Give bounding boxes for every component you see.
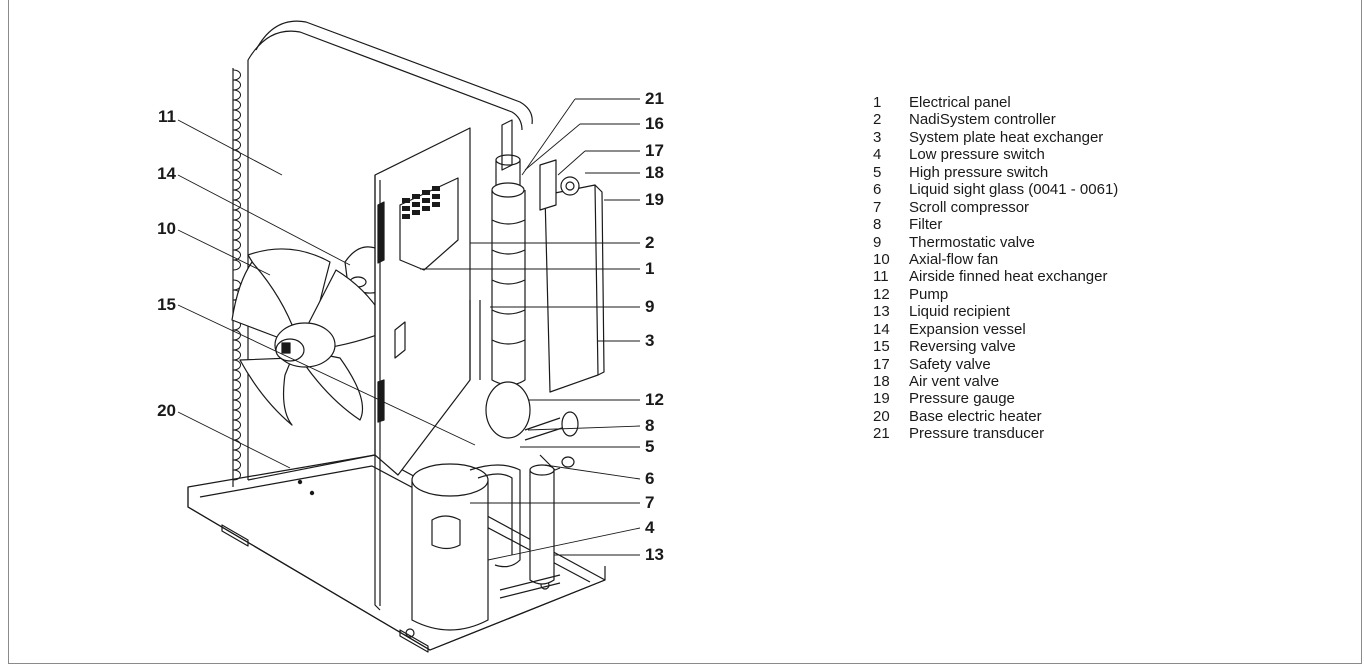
component-legend: 1 Electrical panel 2 NadiSystem controller… <box>873 94 1118 443</box>
legend-number: 13 <box>873 303 890 321</box>
legend-label: Liquid recipient <box>909 303 1010 321</box>
legend-item: 7 Scroll compressor <box>873 199 1118 216</box>
legend-label: Expansion vessel <box>909 320 1026 338</box>
diagram-frame <box>8 0 1362 664</box>
callout-15: 15 <box>157 295 176 314</box>
callout-20: 20 <box>157 401 176 420</box>
callout-9: 9 <box>645 297 655 316</box>
legend-label: Air vent valve <box>909 373 1000 390</box>
axial-fan <box>231 248 391 426</box>
legend-item: 9 Thermostatic valve <box>873 234 1118 251</box>
callout-14: 14 <box>157 164 176 183</box>
legend-item: 11 Airside finned heat exchanger <box>873 268 1118 285</box>
legend-item: 19 Pressure gauge <box>873 390 1118 407</box>
legend-number: 9 <box>873 233 882 251</box>
legend-label: Filter <box>909 216 943 234</box>
legend-item: 5 High pressure switch <box>873 164 1118 181</box>
legend-label: High pressure switch <box>909 163 1049 181</box>
base-plate <box>187 454 606 653</box>
legend-number: 3 <box>873 128 882 146</box>
legend-label: Base electric heater <box>909 407 1042 425</box>
legend-number: 8 <box>873 216 882 234</box>
legend-item: 6 Liquid sight glass (0041 - 0061) <box>873 181 1118 198</box>
callout-4: 4 <box>645 518 655 537</box>
callout-1: 1 <box>645 259 655 278</box>
legend-label: Pump <box>909 285 949 303</box>
legend-item: 10 Axial-flow fan <box>873 251 1118 268</box>
legend-label: Scroll compressor <box>909 198 1030 216</box>
pump-and-pipes <box>469 300 579 471</box>
callout-2: 2 <box>645 233 655 252</box>
heat-pump-drawing <box>177 20 641 653</box>
legend-label: Pressure transducer <box>909 425 1045 443</box>
callout-12: 12 <box>645 390 664 409</box>
legend-number: 15 <box>873 338 890 356</box>
legend-number: 12 <box>873 285 890 303</box>
callout-16: 16 <box>645 114 664 133</box>
callout-13: 13 <box>645 545 664 564</box>
legend-item: 2 NadiSystem controller <box>873 111 1118 128</box>
controller-display <box>402 186 440 219</box>
legend-number: 4 <box>873 146 882 164</box>
callout-21: 21 <box>645 89 664 108</box>
leader-lines <box>177 98 641 561</box>
legend-label: NadiSystem controller <box>909 111 1056 129</box>
legend-label: Liquid sight glass (0041 - 0061) <box>909 181 1119 199</box>
legend-item: 13 Liquid recipient <box>873 303 1118 320</box>
vertical-manifold <box>491 119 580 386</box>
liquid-recipient <box>529 464 555 585</box>
legend-item: 8 Filter <box>873 216 1118 233</box>
legend-item: 17 Safety valve <box>873 356 1118 373</box>
legend-item: 18 Air vent valve <box>873 373 1118 390</box>
legend-item: 4 Low pressure switch <box>873 146 1118 163</box>
legend-label: Electrical panel <box>909 94 1011 111</box>
legend-number: 14 <box>873 320 890 338</box>
scroll-compressor <box>411 463 489 631</box>
legend-item: 20 Base electric heater <box>873 408 1118 425</box>
callout-7: 7 <box>645 493 655 512</box>
legend-label: Pressure gauge <box>909 390 1015 408</box>
callout-11: 11 <box>158 107 176 126</box>
callout-17: 17 <box>645 141 664 160</box>
callout-10: 10 <box>157 219 176 238</box>
legend-number: 20 <box>873 407 890 425</box>
legend-number: 7 <box>873 198 882 216</box>
legend-number: 18 <box>873 373 890 390</box>
legend-number: 1 <box>873 94 882 111</box>
legend-item: 15 Reversing valve <box>873 338 1118 355</box>
legend-label: Low pressure switch <box>909 146 1045 164</box>
legend-number: 2 <box>873 111 882 129</box>
legend-item: 1 Electrical panel <box>873 94 1118 111</box>
legend-number: 10 <box>873 250 890 268</box>
plate-heat-exchanger <box>544 184 605 393</box>
callout-18: 18 <box>645 163 664 182</box>
legend-number: 5 <box>873 163 882 181</box>
legend-label: Safety valve <box>909 355 991 373</box>
legend-number: 17 <box>873 355 890 373</box>
legend-label: Reversing valve <box>909 338 1016 356</box>
legend-number: 19 <box>873 390 890 408</box>
coil-tubes <box>232 69 241 481</box>
legend-label: Airside finned heat exchanger <box>909 268 1108 286</box>
legend-number: 11 <box>873 268 889 286</box>
airside-coil <box>232 20 533 487</box>
legend-item: 21 Pressure transducer <box>873 425 1118 442</box>
legend-item: 12 Pump <box>873 286 1118 303</box>
legend-label: Thermostatic valve <box>909 233 1035 251</box>
callout-19: 19 <box>645 190 664 209</box>
compressor-piping <box>469 464 561 599</box>
callout-8: 8 <box>645 416 655 435</box>
legend-item: 3 System plate heat exchanger <box>873 129 1118 146</box>
callout-5: 5 <box>645 437 655 456</box>
coil-bottom-edge <box>247 454 376 481</box>
electrical-panel <box>374 127 471 611</box>
legend-number: 6 <box>873 181 882 199</box>
legend-number: 21 <box>873 425 890 443</box>
legend-label: System plate heat exchanger <box>909 128 1104 146</box>
callout-6: 6 <box>645 469 655 488</box>
legend-label: Axial-flow fan <box>909 250 999 268</box>
callout-3: 3 <box>645 331 655 350</box>
legend-item: 14 Expansion vessel <box>873 321 1118 338</box>
